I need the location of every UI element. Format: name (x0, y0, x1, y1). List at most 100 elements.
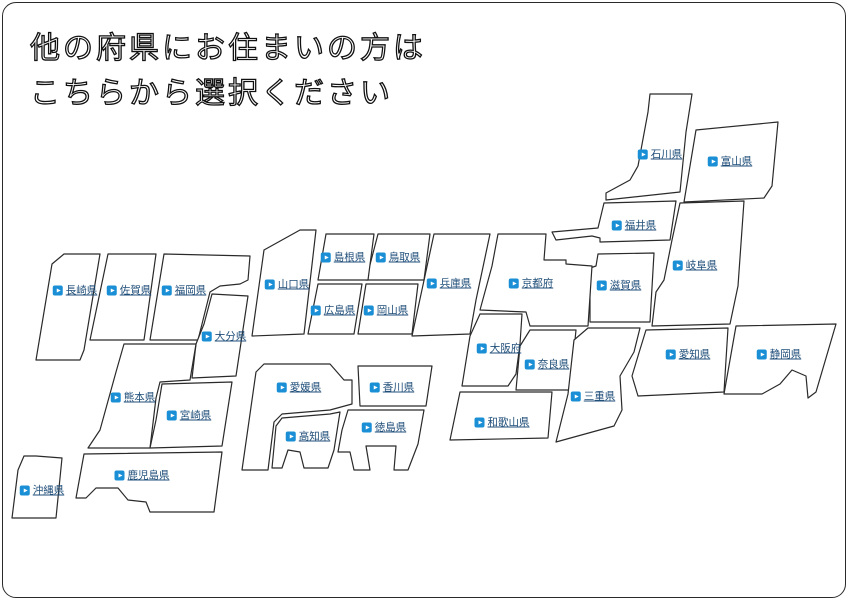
play-icon (596, 280, 607, 290)
link-label: 福岡県 (174, 284, 207, 297)
link-kagoshima[interactable]: 鹿児島県 (114, 468, 170, 483)
region-gifu[interactable] (651, 200, 745, 327)
link-toyama[interactable]: 富山県 (707, 154, 752, 169)
region-wakayama[interactable] (449, 391, 553, 441)
play-icon (375, 252, 386, 262)
play-icon (166, 410, 177, 420)
link-shimane[interactable]: 島根県 (320, 250, 366, 265)
link-aichi[interactable]: 愛知県 (665, 347, 711, 362)
play-icon (201, 331, 212, 341)
region-ehime[interactable] (241, 363, 353, 471)
play-icon (611, 220, 622, 230)
link-kagawa[interactable]: 香川県 (369, 380, 415, 395)
play-icon (369, 382, 380, 392)
link-kyoto[interactable]: 京都府 (508, 276, 553, 291)
play-icon (285, 431, 296, 441)
link-label: 大阪府 (489, 342, 522, 355)
link-gifu[interactable]: 岐阜県 (672, 258, 718, 273)
link-ishikawa[interactable]: 石川県 (637, 147, 683, 162)
link-okayama[interactable]: 岡山県 (363, 303, 409, 318)
page-title-line-1: 他の府県にお住まいの方は (29, 30, 426, 66)
region-okayama[interactable] (357, 283, 419, 335)
link-shiga[interactable]: 滋賀県 (596, 278, 641, 293)
link-label: 兵庫県 (439, 277, 472, 290)
link-label: 三重県 (583, 390, 616, 403)
play-icon (114, 470, 125, 480)
region-hyogo[interactable] (411, 233, 491, 337)
region-toyama[interactable] (683, 121, 779, 203)
region-ishikawa[interactable] (605, 93, 693, 201)
region-osaka[interactable] (461, 313, 523, 387)
link-nagasaki[interactable]: 長崎県 (52, 283, 98, 298)
region-hiroshima[interactable] (307, 283, 363, 335)
region-shimane[interactable] (317, 233, 375, 281)
region-kagawa[interactable] (357, 365, 433, 407)
link-kochi[interactable]: 高知県 (285, 429, 331, 444)
link-kumamoto[interactable]: 熊本県 (110, 390, 156, 405)
link-label: 静岡県 (769, 348, 802, 361)
link-label: 岡山県 (376, 304, 409, 317)
region-shiga[interactable] (589, 252, 655, 323)
play-icon (361, 422, 372, 432)
region-nara[interactable] (515, 329, 577, 391)
region-mie[interactable] (555, 327, 641, 443)
play-icon (474, 417, 485, 427)
link-nara[interactable]: 奈良県 (524, 357, 569, 372)
link-fukuoka[interactable]: 福岡県 (161, 283, 207, 298)
link-hiroshima[interactable]: 広島県 (310, 303, 355, 318)
link-label: 鹿児島県 (127, 469, 170, 482)
region-saga[interactable] (89, 253, 157, 341)
link-fukui[interactable]: 福井県 (611, 218, 656, 233)
link-tokushima[interactable]: 徳島県 (361, 420, 407, 435)
link-okinawa[interactable]: 沖縄県 (19, 483, 65, 498)
link-label: 徳島県 (374, 421, 407, 434)
link-hyogo[interactable]: 兵庫県 (426, 276, 472, 291)
region-kochi[interactable] (271, 411, 341, 469)
play-icon (476, 343, 487, 353)
link-label: 島根県 (333, 251, 366, 264)
link-label: 長崎県 (65, 284, 98, 297)
link-label: 高知県 (298, 430, 331, 443)
link-saga[interactable]: 佐賀県 (106, 283, 151, 298)
link-tottori[interactable]: 鳥取県 (375, 250, 421, 265)
region-oita[interactable] (191, 293, 249, 379)
region-kyoto[interactable] (479, 233, 593, 327)
region-aichi[interactable] (631, 327, 729, 397)
region-nagasaki[interactable] (35, 253, 101, 361)
link-shizuoka[interactable]: 静岡県 (756, 347, 802, 362)
link-label: 愛知県 (678, 348, 711, 361)
link-label: 岐阜県 (685, 259, 718, 272)
link-osaka[interactable]: 大阪府 (476, 341, 522, 356)
link-label: 山口県 (277, 278, 310, 291)
region-tokushima[interactable] (337, 409, 425, 471)
link-label: 熊本県 (123, 391, 156, 404)
link-miyazaki[interactable]: 宮崎県 (166, 408, 212, 423)
link-label: 沖縄県 (32, 484, 65, 497)
play-icon (426, 278, 437, 288)
link-mie[interactable]: 三重県 (570, 389, 616, 404)
region-kumamoto[interactable] (87, 343, 197, 449)
region-miyazaki[interactable] (149, 381, 233, 449)
play-icon (672, 260, 683, 270)
region-okinawa[interactable] (11, 455, 63, 519)
play-icon (570, 391, 581, 401)
link-label: 石川県 (650, 148, 683, 161)
link-ehime[interactable]: 愛媛県 (276, 380, 322, 395)
play-icon (637, 149, 648, 159)
play-icon (508, 278, 519, 288)
region-yamaguchi[interactable] (251, 229, 317, 337)
region-shizuoka[interactable] (723, 323, 837, 399)
link-label: 和歌山県 (487, 416, 530, 429)
play-icon (52, 285, 63, 295)
play-icon (161, 285, 172, 295)
link-wakayama[interactable]: 和歌山県 (474, 415, 530, 430)
link-label: 香川県 (382, 381, 415, 394)
link-label: 愛媛県 (289, 381, 322, 394)
link-oita[interactable]: 大分県 (201, 329, 246, 344)
play-icon (264, 279, 275, 289)
region-kagoshima[interactable] (75, 451, 223, 513)
link-label: 鳥取県 (388, 251, 421, 264)
region-fukuoka[interactable] (149, 253, 251, 341)
link-label: 宮崎県 (179, 409, 212, 422)
link-yamaguchi[interactable]: 山口県 (264, 277, 310, 292)
